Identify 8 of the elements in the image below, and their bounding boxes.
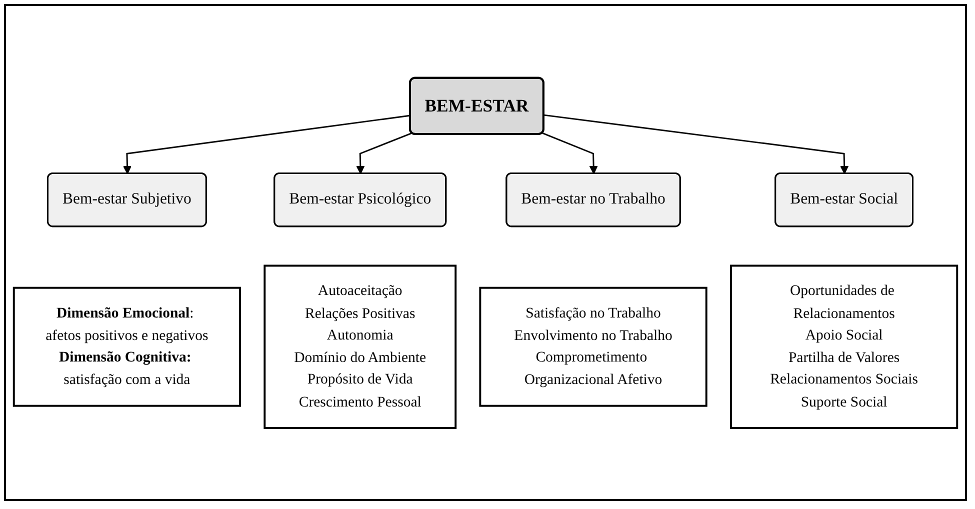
arrow <box>122 114 411 174</box>
arrow <box>544 114 849 174</box>
node-box: Satisfação no Trabalho Envolvimento no Trabalho Comprometimento Organizacional Afetivo <box>479 286 708 406</box>
node-box: Oportunidades de Relacionamentos Apoio Social Partilha de Valores Relacionamentos Sociais Suporte Social <box>730 264 958 429</box>
node-box: Dimensão Emocional: afetos positivos e negativos Dimensão Cognitiva: satisfação com a vida <box>12 286 242 406</box>
arrow <box>356 132 412 174</box>
arrow <box>542 132 598 174</box>
node-box: Autoaceitação Relações Positivas Autonomia Domínio do Ambiente Propósito de Vida Crescimento Pessoal <box>264 264 457 429</box>
